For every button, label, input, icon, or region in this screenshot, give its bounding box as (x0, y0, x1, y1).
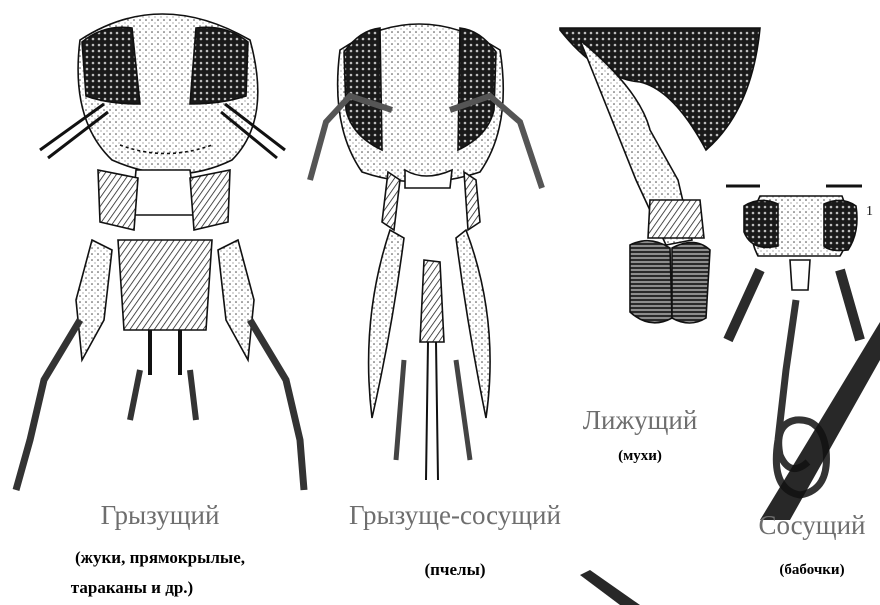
caption-lapping: Лижущий (583, 405, 698, 436)
note-chewing-line2: тараканы и др.) (71, 578, 193, 598)
note-sucking: (бабочки) (779, 562, 844, 579)
chewing-sucking-mouthparts-drawing (310, 24, 542, 480)
caption-chewing-sucking: Грызуще-сосущий (349, 500, 561, 531)
side-label-1: 1 (866, 204, 873, 219)
watermark-shape-2 (580, 570, 640, 605)
chewing-mouthparts-drawing (16, 14, 304, 490)
sucking-mouthparts-drawing: 1 (726, 186, 873, 495)
note-chewing-sucking: (пчелы) (424, 560, 485, 580)
note-lapping: (мухи) (618, 448, 662, 465)
lapping-mouthparts-drawing (560, 28, 760, 323)
caption-sucking: Сосущий (759, 510, 866, 541)
note-chewing-line1: (жуки, прямокрылые, (75, 548, 245, 568)
caption-chewing: Грызущий (101, 500, 220, 531)
